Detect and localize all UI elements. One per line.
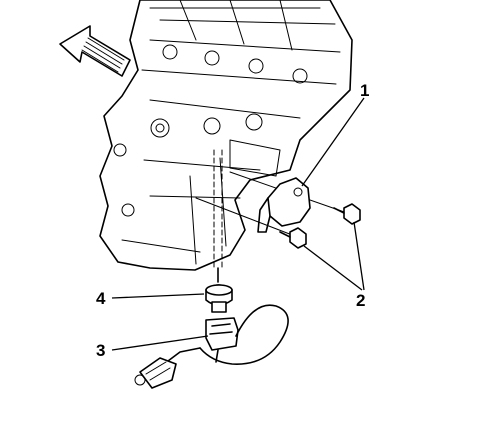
- wiring-harness: [134, 304, 289, 389]
- bolt-lower: [279, 227, 307, 249]
- leader-line-2b: [303, 245, 363, 291]
- leader-line-4: [111, 293, 205, 299]
- callout-3: 3: [96, 341, 105, 360]
- leader-line-1: [301, 97, 365, 187]
- callout-4: 4: [96, 289, 106, 308]
- sensor-connector: [205, 317, 239, 363]
- bolt-upper: [333, 203, 361, 225]
- leader-line-3: [111, 335, 209, 351]
- leader-line-2a: [353, 221, 365, 291]
- heat-shield-bracket: [257, 177, 311, 233]
- callout-1: 1: [360, 81, 369, 100]
- engine-block: [99, 0, 353, 271]
- knock-sensor: [205, 267, 233, 313]
- callout-2: 2: [356, 291, 365, 310]
- locating-lines: [195, 149, 351, 271]
- direction-arrow-icon: [59, 25, 131, 77]
